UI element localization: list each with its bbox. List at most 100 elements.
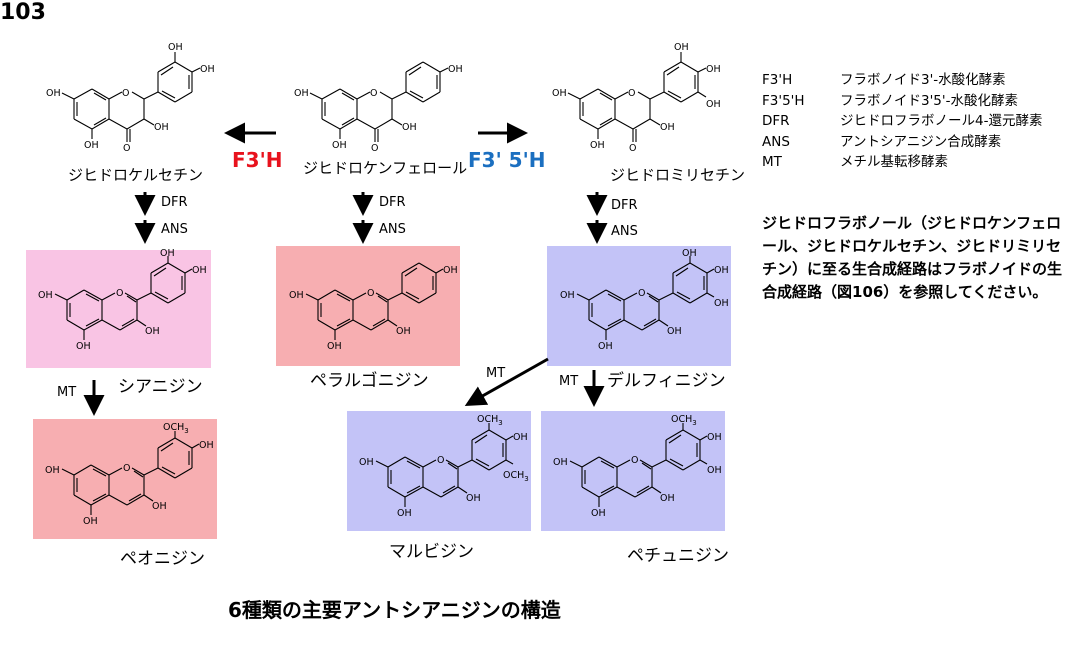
arrow-to-malvidin xyxy=(464,357,549,406)
svg-text:OH: OH xyxy=(660,122,675,133)
dfr-label-left: DFR xyxy=(161,195,188,210)
petunidin-label: ペチュニジン xyxy=(627,546,729,566)
svg-text:OH: OH xyxy=(706,99,721,110)
ring-oxygen-label: O xyxy=(122,88,129,99)
svg-text:OH: OH xyxy=(553,457,568,468)
svg-text:O: O xyxy=(631,455,638,466)
svg-text:OH: OH xyxy=(667,326,682,337)
peonidin-structure: O OH OCH3 OH OH OH xyxy=(45,422,214,527)
malvidin-label: マルビジン xyxy=(389,542,474,562)
svg-text:O: O xyxy=(370,88,377,99)
delphinidin-structure: O OH OH OH OH OH OH xyxy=(560,248,729,352)
svg-text:OH: OH xyxy=(674,42,689,53)
svg-text:OH: OH xyxy=(707,465,722,476)
f3h-enzyme-label: F3'H xyxy=(232,148,283,172)
svg-text:O: O xyxy=(629,143,636,154)
carbonyl-oxygen-label: O xyxy=(123,143,130,154)
svg-text:OCH3: OCH3 xyxy=(163,422,189,435)
dihydromyricetin-label: ジヒドロミリセチン xyxy=(610,166,746,184)
malvidin-box xyxy=(347,411,531,531)
svg-text:OCH3: OCH3 xyxy=(503,470,529,483)
svg-text:OH: OH xyxy=(154,122,169,133)
svg-text:OH: OH xyxy=(192,265,207,276)
svg-text:OH: OH xyxy=(598,341,613,352)
cyanidin-structure: O OH OH OH OH OH xyxy=(38,248,207,352)
svg-text:OH: OH xyxy=(84,140,99,151)
svg-text:O: O xyxy=(437,455,444,466)
svg-text:OH: OH xyxy=(682,248,697,259)
delphinidin-box xyxy=(547,246,731,366)
svg-text:OH: OH xyxy=(513,432,528,443)
svg-text:OH: OH xyxy=(46,88,61,99)
svg-text:OH: OH xyxy=(402,122,417,133)
svg-text:OH: OH xyxy=(660,493,675,504)
svg-text:O: O xyxy=(123,463,130,474)
svg-text:OH: OH xyxy=(397,508,412,519)
svg-text:O: O xyxy=(371,143,378,154)
svg-text:O: O xyxy=(367,288,374,299)
dihydrokaempferol-label: ジヒドロケンフェロール xyxy=(303,159,468,177)
svg-text:OCH3: OCH3 xyxy=(671,414,697,427)
petunidin-structure: O OH OCH3 OH OH OH OH xyxy=(553,414,722,519)
svg-text:OH: OH xyxy=(396,326,411,337)
mt-label-malvidin: MT xyxy=(486,366,506,381)
cyanidin-label: シアニジン xyxy=(118,377,203,397)
svg-text:OH: OH xyxy=(466,493,481,504)
dihydroquercetin-label: ジヒドロケルセチン xyxy=(68,166,204,184)
svg-text:OH: OH xyxy=(714,298,729,309)
svg-text:OH: OH xyxy=(327,341,342,352)
svg-text:OH: OH xyxy=(45,465,60,476)
f35h-enzyme-label: F3' 5'H xyxy=(468,148,546,172)
ans-label-center: ANS xyxy=(379,222,406,237)
dfr-label-right: DFR xyxy=(611,198,638,213)
petunidin-box xyxy=(541,411,725,531)
svg-text:OH: OH xyxy=(145,326,160,337)
dihydromyricetin-structure: O O OH OH OH OH OH OH xyxy=(552,42,721,154)
mt-label-peonidin: MT xyxy=(57,385,77,400)
svg-text:OH: OH xyxy=(152,501,167,512)
svg-text:OH: OH xyxy=(706,64,721,75)
svg-text:OH: OH xyxy=(560,290,575,301)
svg-text:OH: OH xyxy=(294,88,309,99)
peonidin-box xyxy=(33,419,217,539)
svg-text:OH: OH xyxy=(590,140,605,151)
dihydroquercetin-structure: O O OH OH OH OH OH xyxy=(46,42,215,154)
svg-text:OH: OH xyxy=(443,265,458,276)
dihydrokaempferol-structure: O O OH OH OH OH xyxy=(294,61,463,154)
svg-text:OH: OH xyxy=(199,440,214,451)
svg-text:OH: OH xyxy=(714,265,729,276)
svg-text:OH: OH xyxy=(707,432,722,443)
svg-text:OH: OH xyxy=(76,341,91,352)
delphinidin-label: デルフィニジン xyxy=(607,371,726,391)
svg-text:OH: OH xyxy=(200,64,215,75)
svg-text:O: O xyxy=(638,288,645,299)
peonidin-label: ペオニジン xyxy=(120,549,205,569)
svg-text:OCH3: OCH3 xyxy=(477,414,503,427)
svg-text:OH: OH xyxy=(289,290,304,301)
ans-label-left: ANS xyxy=(161,222,188,237)
svg-text:O: O xyxy=(116,288,123,299)
dfr-label-center: DFR xyxy=(379,195,406,210)
svg-text:OH: OH xyxy=(591,508,606,519)
svg-text:OH: OH xyxy=(168,42,183,53)
pelargonidin-structure: O OH OH OH OH xyxy=(289,262,458,352)
svg-text:O: O xyxy=(628,88,635,99)
svg-text:OH: OH xyxy=(552,88,567,99)
page-number: 103 xyxy=(0,0,46,25)
reference-note: ジヒドロフラボノール（ジヒドロケンフェロール、ジヒドロケルセチン、ジヒドリミリセ… xyxy=(762,214,1063,301)
svg-text:OH: OH xyxy=(38,290,53,301)
svg-text:OH: OH xyxy=(83,516,98,527)
figure-title: 6種類の主要アントシアニジンの構造 xyxy=(228,598,561,622)
pelargonidin-box xyxy=(276,246,460,366)
svg-text:OH: OH xyxy=(359,457,374,468)
svg-text:OH: OH xyxy=(448,64,463,75)
svg-text:OH: OH xyxy=(160,248,175,259)
svg-text:OH: OH xyxy=(332,140,347,151)
